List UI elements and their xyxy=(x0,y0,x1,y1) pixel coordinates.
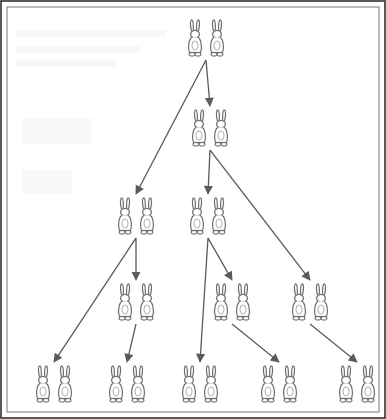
arrow-g3-b-to-g4-b xyxy=(207,237,233,281)
arrow-g4-a-to-g5-b xyxy=(124,323,137,363)
background-watermark xyxy=(16,30,166,194)
arrow-g1-a-to-g3-a xyxy=(135,59,207,195)
inner-frame xyxy=(6,6,380,413)
arrow-g1-a-to-g2-a xyxy=(204,59,214,107)
arrow-g3-b-to-g5-c xyxy=(195,237,209,363)
arrow-g3-a-to-g5-a xyxy=(53,237,137,363)
edges xyxy=(53,59,358,363)
arrow-g4-c-to-g5-e xyxy=(309,323,358,363)
arrow-g4-b-to-g5-d xyxy=(231,323,280,363)
arrow-g2-a-to-g3-b xyxy=(203,149,213,195)
arrow-g2-a-to-g4-c xyxy=(209,149,311,281)
